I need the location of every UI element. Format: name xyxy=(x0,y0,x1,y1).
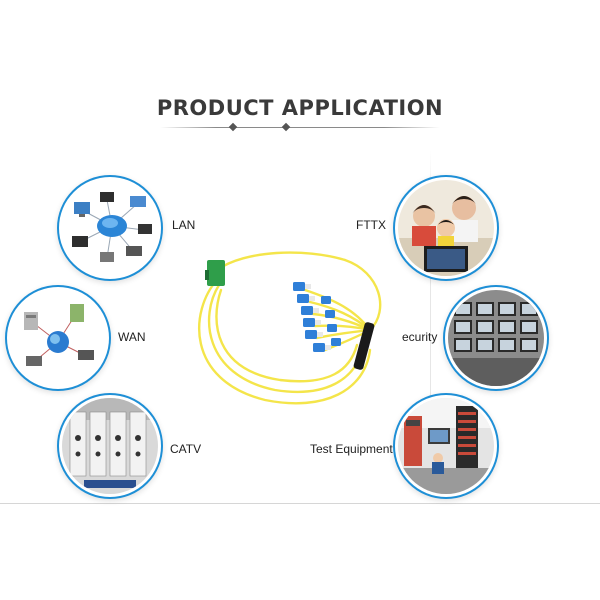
fiber-breakout-cable-image xyxy=(198,251,382,405)
fttx-label: FTTX xyxy=(356,218,386,232)
vertical-divider xyxy=(430,150,431,500)
mtp-connector xyxy=(207,260,225,286)
family-computer-icon xyxy=(398,180,494,276)
title-divider-dot-left xyxy=(228,122,238,132)
catv-label: CATV xyxy=(170,442,202,456)
security-monitors-icon xyxy=(448,290,544,386)
wan-label: WAN xyxy=(118,330,146,344)
catv-equipment-icon xyxy=(62,398,158,494)
wan-network-icon xyxy=(10,290,106,386)
page-title: PRODUCT APPLICATION xyxy=(156,96,444,120)
title-divider xyxy=(160,127,440,128)
lan-label: LAN xyxy=(172,218,196,232)
bottom-divider xyxy=(0,503,600,504)
test-lab-icon xyxy=(398,398,494,494)
security-label: ecurity xyxy=(402,330,438,344)
title-divider-dot-right xyxy=(281,122,291,132)
lan-network-icon xyxy=(62,180,158,276)
test-equipment-label: Test Equipment xyxy=(310,442,393,456)
